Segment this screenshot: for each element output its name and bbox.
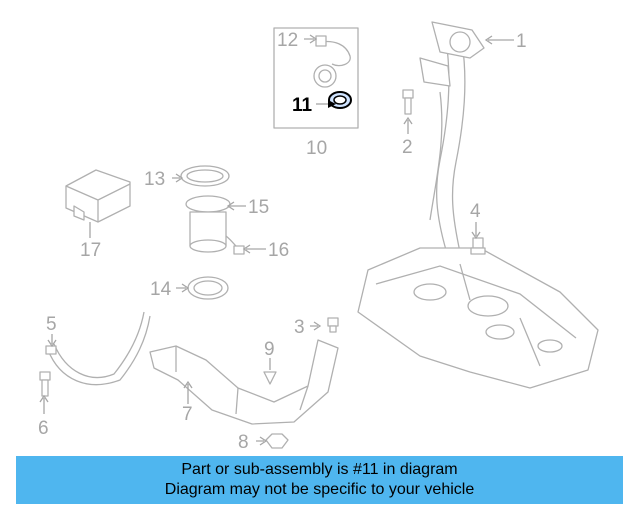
bolt-3	[327, 317, 339, 333]
callout-3: 3	[294, 317, 305, 338]
callout-6: 6	[38, 418, 49, 439]
callout-17: 17	[80, 240, 101, 261]
callout-10: 10	[306, 138, 327, 159]
banner-line-part: Part or sub-assembly is #11 in diagram	[181, 461, 458, 478]
callout-1: 1	[516, 31, 527, 52]
callout-labels: 1 2 3 4 5 6 7 8 9 10 11 12 13 14 15 16 1…	[38, 30, 527, 453]
sensor-4	[470, 237, 486, 255]
nut-8	[265, 433, 289, 449]
heat-shield-7	[149, 339, 339, 425]
callout-16: 16	[268, 240, 289, 261]
cap-box	[273, 27, 359, 129]
seal-14	[187, 276, 229, 300]
bolt-2	[402, 89, 414, 115]
leader-lines	[39, 34, 514, 446]
lock-ring-13	[180, 165, 230, 187]
strap-5	[45, 311, 151, 386]
bolt-6	[39, 371, 51, 397]
callout-9: 9	[264, 339, 275, 360]
clip-9	[263, 371, 277, 385]
callout-11: 11	[292, 95, 313, 116]
fuel-tank	[357, 247, 599, 389]
fuel-pump-15	[185, 195, 245, 255]
callout-15: 15	[248, 197, 269, 218]
banner-line-disclaimer: Diagram may not be specific to your vehi…	[164, 481, 475, 498]
callout-5: 5	[46, 314, 57, 335]
callout-7: 7	[182, 404, 193, 425]
callout-13: 13	[144, 169, 165, 190]
callout-4: 4	[470, 201, 481, 222]
callout-12: 12	[277, 30, 298, 51]
info-banner: Part or sub-assembly is #11 in diagram D…	[16, 456, 623, 504]
callout-2: 2	[402, 137, 413, 158]
control-module	[65, 169, 131, 223]
callout-8: 8	[238, 432, 249, 453]
callout-14: 14	[150, 279, 172, 300]
filler-pipe	[419, 21, 485, 253]
